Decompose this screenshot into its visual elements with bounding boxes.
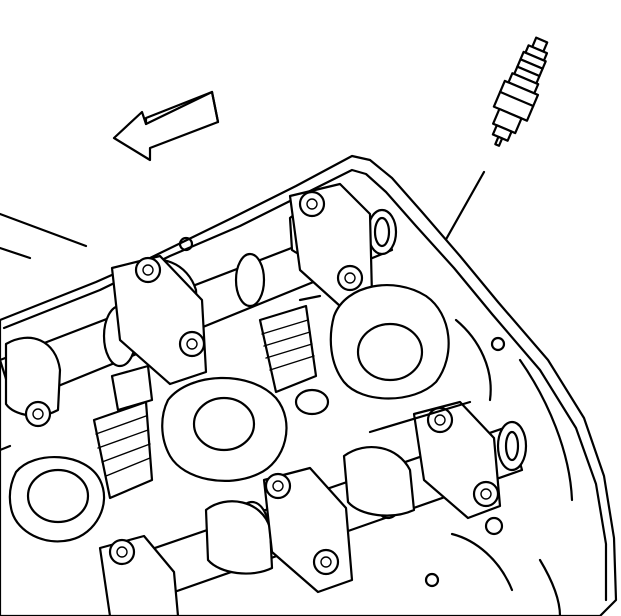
bolt-icon bbox=[108, 406, 500, 576]
spark-plug-wells bbox=[8, 283, 450, 543]
bolt-icon bbox=[24, 190, 364, 428]
spark-plug-hole bbox=[356, 322, 424, 382]
direction-arrow-icon bbox=[112, 90, 220, 162]
lower-bearing-caps bbox=[98, 400, 502, 616]
upper-bearing-caps bbox=[24, 182, 374, 428]
spark-plug bbox=[491, 36, 549, 147]
valve-springs bbox=[92, 304, 318, 500]
casting-details bbox=[0, 294, 574, 616]
